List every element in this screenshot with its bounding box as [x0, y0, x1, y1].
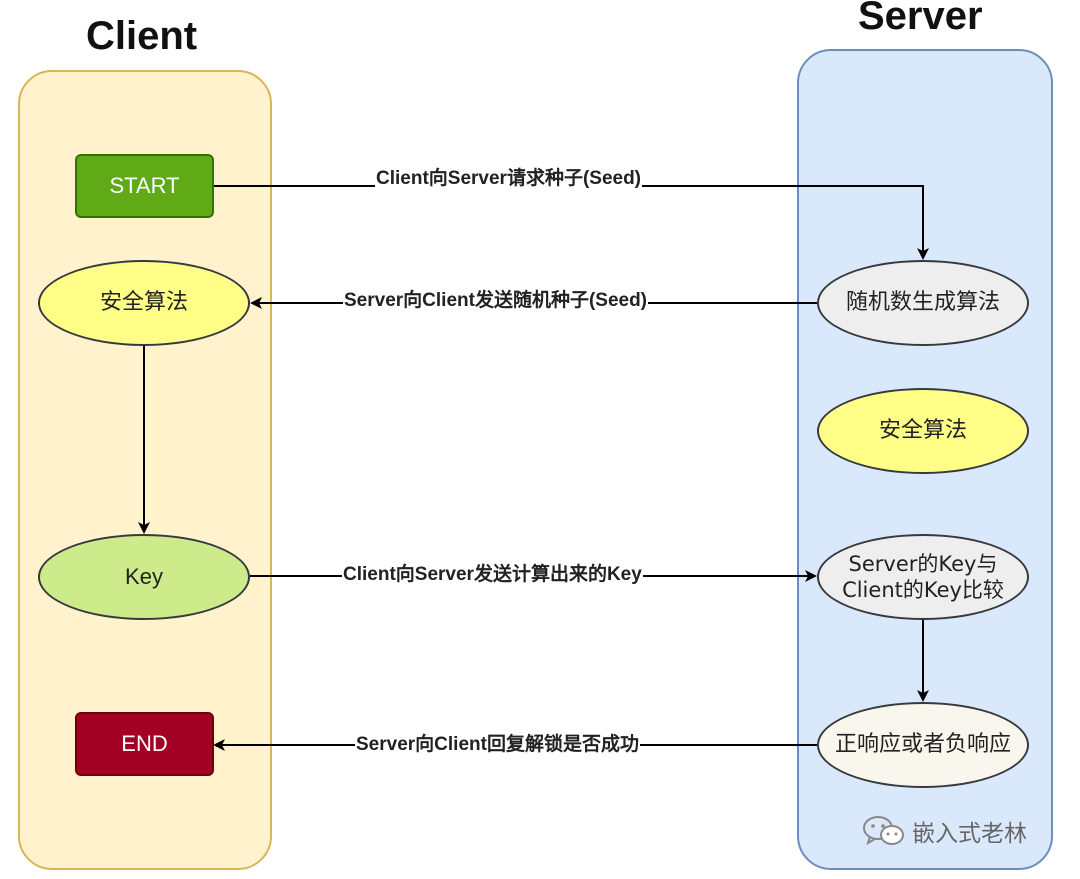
edge-label-reply-unlock: Server向Client回复解锁是否成功 [355, 734, 640, 756]
key-node: Key [38, 534, 250, 620]
edge-label-request-seed: Client向Server请求种子(Seed) [375, 168, 643, 190]
client-security-algorithm-node: 安全算法 [38, 260, 250, 346]
server-lane-title: Server [858, 0, 983, 38]
random-number-generator-node: 随机数生成算法 [817, 260, 1029, 346]
watermark-text: 嵌入式老林 [912, 821, 1027, 847]
client-lane-title: Client [86, 14, 198, 58]
start-node: START [75, 154, 214, 218]
watermark: 嵌入式老林 [862, 814, 1027, 848]
key-compare-line-2: Client的Key比较 [842, 578, 1004, 602]
edge-label-send-seed: Server向Client发送随机种子(Seed) [343, 290, 649, 312]
response-node: 正响应或者负响应 [817, 702, 1029, 788]
arrow-request-seed [214, 185, 929, 260]
wechat-icon [863, 816, 904, 846]
key-compare-node: Server的Key与 Client的Key比较 [817, 534, 1029, 620]
end-node: END [75, 712, 214, 776]
key-compare-line-1: Server的Key与 [848, 551, 998, 576]
server-security-algorithm-node: 安全算法 [817, 388, 1029, 474]
edge-label-send-key: Client向Server发送计算出来的Key [342, 564, 643, 586]
